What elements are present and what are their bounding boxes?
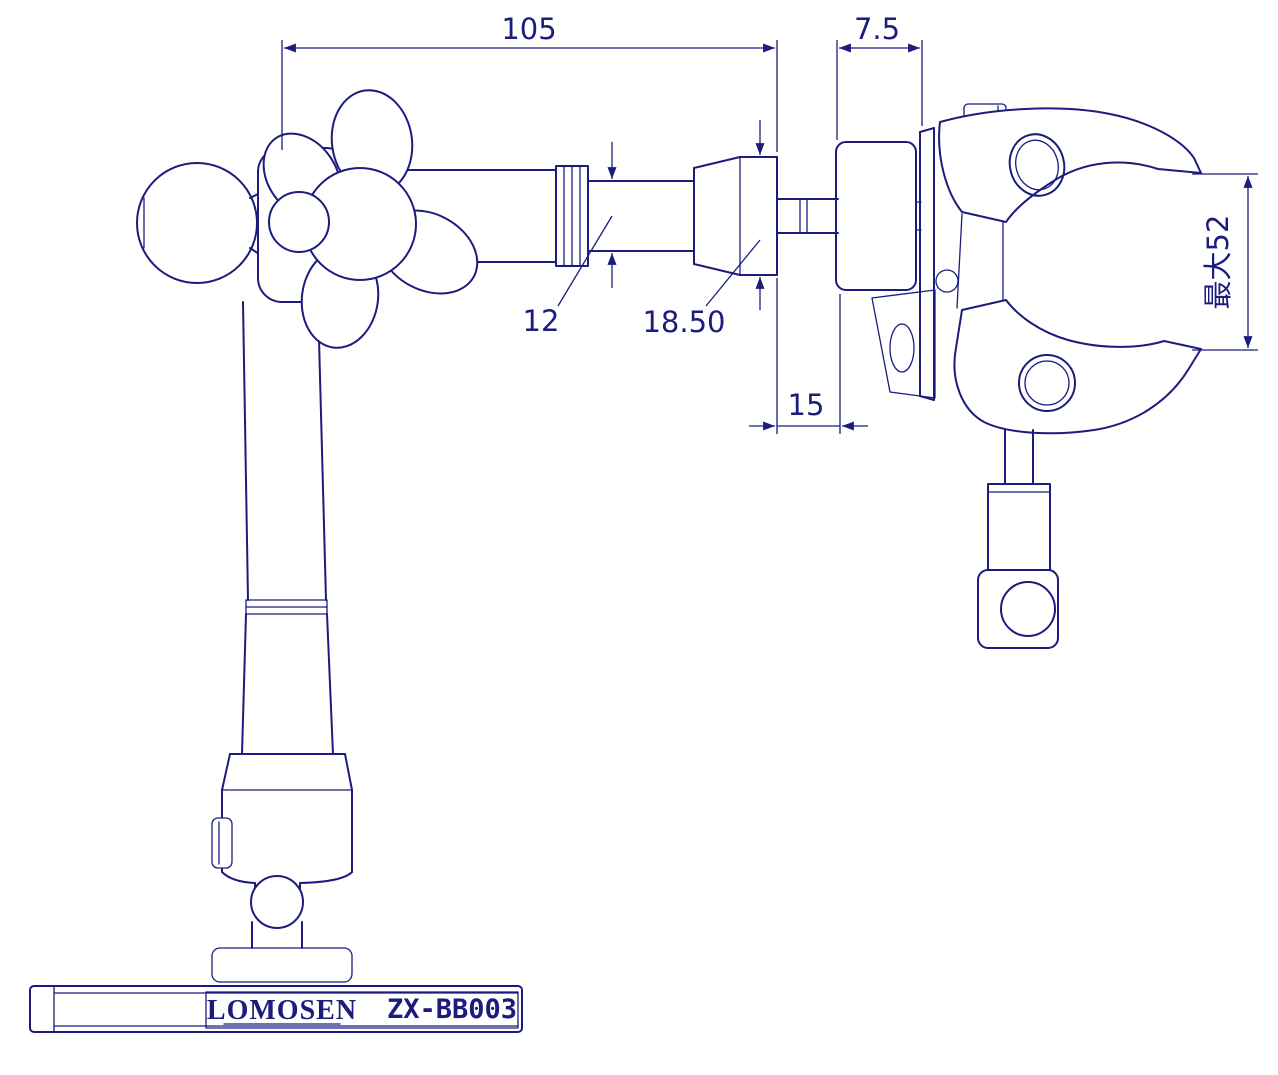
dim-18-50-label: 18.50 <box>642 305 725 339</box>
clamp-screw-body <box>987 483 1051 571</box>
ball-joint <box>136 162 258 284</box>
upper-jaw-hole <box>1008 133 1066 197</box>
base-assembly: LOMOSEN ZX-BB003 <box>29 753 523 1033</box>
vertical-arm-lower <box>241 613 334 755</box>
bracket-plate <box>871 289 936 399</box>
clamp-flange <box>919 127 935 401</box>
model-text: ZX-BB003 <box>387 994 517 1025</box>
lower-ball-joint <box>250 875 304 929</box>
jaw-hinge-edge <box>956 213 963 309</box>
arm-band <box>245 599 328 615</box>
vertical-arm-upper <box>242 301 327 601</box>
arm-assembly <box>136 89 922 755</box>
star-knob <box>262 89 479 349</box>
upper-jaw <box>938 107 1202 223</box>
knurled-locking-nut <box>835 141 917 291</box>
dim-105: 105 <box>281 12 778 152</box>
dim-15-label: 15 <box>788 388 825 422</box>
dim-105-label: 105 <box>501 12 556 46</box>
bracket-slot <box>889 323 915 373</box>
clamp-screw-knob <box>977 569 1059 649</box>
dim-max-52: 最大52 <box>1192 173 1258 351</box>
dim-12-label: 12 <box>523 304 560 338</box>
lower-jaw <box>953 299 1202 435</box>
thin-shaft <box>587 167 695 265</box>
brand-text: LOMOSEN <box>207 995 357 1026</box>
mount-stud <box>776 198 839 234</box>
dim-12: 12 <box>523 142 617 338</box>
dim-7-5: 7.5 <box>836 12 923 140</box>
lower-collet <box>221 753 353 884</box>
dim-15: 15 <box>749 278 868 434</box>
groove-rings <box>555 165 589 267</box>
collet-latch <box>211 817 233 869</box>
clamp-screw-shaft <box>1004 429 1034 487</box>
hinge-pin <box>935 269 959 293</box>
collet <box>693 156 778 276</box>
base-plate <box>29 985 523 1033</box>
lower-jaw-hole <box>1018 354 1076 412</box>
dim-18-50: 18.50 <box>642 120 765 339</box>
lower-jaw-hole-inner <box>1024 360 1070 406</box>
label-plate <box>205 991 519 1029</box>
clamp-assembly <box>871 103 1202 649</box>
upper-jaw-hole-inner <box>1015 139 1059 191</box>
dimensions: 105 7.5 12 18.50 <box>281 12 1258 434</box>
knurled-base-nut <box>211 947 353 983</box>
knob-hub <box>268 191 330 253</box>
dim-7-5-label: 7.5 <box>854 12 900 46</box>
dim-max-52-label: 最大52 <box>1201 215 1235 310</box>
